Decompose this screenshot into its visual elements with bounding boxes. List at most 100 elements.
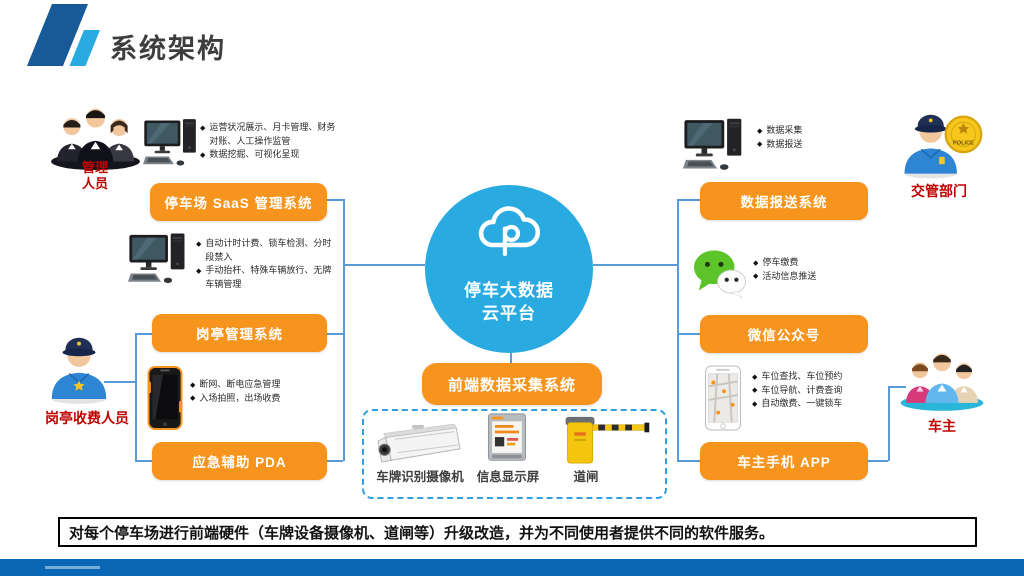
admin-staff-icon [48, 103, 143, 171]
bullet-text: 停车缴费 [762, 257, 799, 267]
bullet-text: 断网、断电应急管理 [199, 379, 281, 389]
admin-staff-label: 管理 人员 [60, 160, 130, 193]
connector-saas [327, 199, 343, 201]
cloud-title-line2: 云平台 [482, 303, 536, 323]
cloud-p-icon [478, 206, 540, 257]
traffic-dept-label: 交管部门 [911, 183, 967, 199]
diamond-bullet-icon: ◆ [757, 141, 763, 148]
connector-cloud-frontend [510, 350, 512, 364]
desktop-computer-icon [683, 118, 747, 177]
svg-text:POLICE: POLICE [953, 141, 974, 147]
connector-left-trunk [343, 199, 345, 461]
wechat-feature-list: ◆停车缴费 ◆活动信息推送 [753, 256, 863, 283]
connector-booth-trunk [135, 333, 137, 461]
pda-feature-list: ◆断网、断电应急管理 ◆入场拍照，出场收费 [190, 378, 320, 405]
connector-booth-sys [327, 333, 343, 335]
car-owner-group-icon [898, 348, 986, 417]
connector-wechat [677, 333, 700, 335]
bullet-text: 数据采集 [766, 125, 803, 135]
list-item: ◆车位查找、车位预约 [752, 370, 876, 384]
diamond-bullet-icon: ◆ [753, 273, 759, 280]
connector-booth-bottom [135, 460, 152, 462]
desktop-computer-icon [143, 118, 201, 173]
diamond-bullet-icon: ◆ [196, 267, 202, 275]
list-item: ◆数据挖掘、可视化呈现 [200, 148, 338, 162]
desktop-computer-icon [128, 232, 190, 291]
diamond-bullet-icon: ◆ [200, 151, 206, 159]
diamond-bullet-icon: ◆ [190, 395, 196, 402]
booth-officer-icon [45, 323, 113, 410]
diamond-bullet-icon: ◆ [752, 387, 758, 394]
diamond-bullet-icon: ◆ [190, 381, 196, 389]
bullet-text: 运营状况展示、月卡管理、财务对账、人工操作监管 [209, 122, 336, 146]
barrier-gate-label: 道闸 [573, 470, 599, 484]
bullet-text: 车位查找、车位预约 [761, 371, 843, 381]
list-item: ◆自动缴费、一键锁车 [752, 397, 876, 411]
saas-feature-list: ◆运营状况展示、月卡管理、财务对账、人工操作监管 ◆数据挖掘、可视化呈现 [200, 121, 338, 162]
cloud-title-line1: 停车大数据 [464, 281, 554, 300]
diamond-bullet-icon: ◆ [196, 240, 202, 248]
bullet-text: 手动抬杆、特殊车辆放行、无牌车辆管理 [205, 265, 332, 289]
app-feature-list: ◆车位查找、车位预约 ◆车位导航、计费查询 ◆自动缴费、一键锁车 [752, 370, 876, 411]
booth-sys-feature-list: ◆自动计时计费、锁车检测、分时段禁入 ◆手动抬杆、特殊车辆放行、无牌车辆管理 [196, 237, 338, 291]
bullet-text: 自动缴费、一键锁车 [761, 398, 843, 408]
diamond-bullet-icon: ◆ [200, 124, 206, 132]
wechat-icon [693, 248, 747, 305]
traffic-police-icon: POLICE [898, 100, 984, 185]
bullet-text: 活动信息推送 [762, 270, 817, 281]
info-screen-label: 信息显示屏 [476, 470, 540, 484]
connector-booth-top [135, 333, 152, 335]
list-item: ◆断网、断电应急管理 [190, 378, 320, 392]
box-data-report-system[interactable]: 数据报送系统 [700, 182, 868, 220]
footer-bar [0, 559, 1024, 576]
report-feature-list: ◆数据采集 ◆数据报送 [757, 124, 857, 151]
diamond-bullet-icon: ◆ [752, 373, 758, 381]
connector-right-trunk [677, 199, 679, 461]
box-emergency-pda[interactable]: 应急辅助 PDA [152, 442, 327, 480]
connector-owner-bottom [868, 460, 888, 462]
cloud-platform-title: 停车大数据 云平台 [425, 280, 593, 326]
list-item: ◆数据报送 [757, 138, 857, 152]
plate-camera-icon [372, 423, 464, 471]
car-owner-label: 车主 [928, 418, 956, 434]
bullet-text: 数据挖掘、可视化呈现 [209, 149, 300, 159]
frontend-hardware-group [362, 409, 667, 499]
connector-report [677, 199, 700, 201]
bullet-text: 入场拍照，出场收费 [199, 392, 281, 403]
info-screen-icon [486, 412, 528, 469]
list-item: ◆停车缴费 [753, 256, 863, 270]
connector-right-cloud [593, 264, 677, 266]
list-item: ◆自动计时计费、锁车检测、分时段禁入 [196, 237, 338, 264]
connector-app [677, 460, 700, 462]
connector-owner-trunk [888, 386, 890, 461]
connector-booth-actor [104, 381, 135, 383]
plate-camera-label: 车牌识别摄像机 [376, 470, 464, 484]
list-item: ◆车位导航、计费查询 [752, 384, 876, 398]
cloud-platform-node[interactable]: 停车大数据 云平台 [425, 185, 593, 353]
bullet-text: 数据报送 [766, 138, 803, 149]
diamond-bullet-icon: ◆ [752, 400, 758, 408]
admin-label-line2: 人员 [81, 176, 108, 192]
box-owner-app[interactable]: 车主手机 APP [700, 442, 868, 480]
barrier-gate-icon [558, 415, 654, 470]
pda-device-icon [147, 366, 183, 435]
box-wechat-account[interactable]: 微信公众号 [700, 315, 868, 353]
list-item: ◆手动抬杆、特殊车辆放行、无牌车辆管理 [196, 264, 338, 291]
map-phone-icon [704, 365, 742, 436]
connector-owner-actor [888, 386, 906, 388]
bullet-text: 车位导航、计费查询 [761, 384, 843, 395]
list-item: ◆活动信息推送 [753, 270, 863, 284]
footer-fineprint [45, 566, 100, 569]
bullet-text: 自动计时计费、锁车检测、分时段禁入 [205, 238, 332, 262]
connector-left-cloud [345, 264, 425, 266]
box-saas-system[interactable]: 停车场 SaaS 管理系统 [150, 183, 327, 221]
summary-note: 对每个停车场进行前端硬件（车牌设备摄像机、道闸等）升级改造，并为不同使用者提供不… [58, 517, 977, 547]
connector-pda [327, 460, 343, 462]
box-frontend-collection[interactable]: 前端数据采集系统 [422, 363, 602, 405]
box-booth-system[interactable]: 岗亭管理系统 [152, 314, 327, 352]
list-item: ◆数据采集 [757, 124, 857, 138]
diamond-bullet-icon: ◆ [753, 259, 759, 267]
list-item: ◆运营状况展示、月卡管理、财务对账、人工操作监管 [200, 121, 338, 148]
admin-label-line1: 管理 [81, 160, 108, 175]
